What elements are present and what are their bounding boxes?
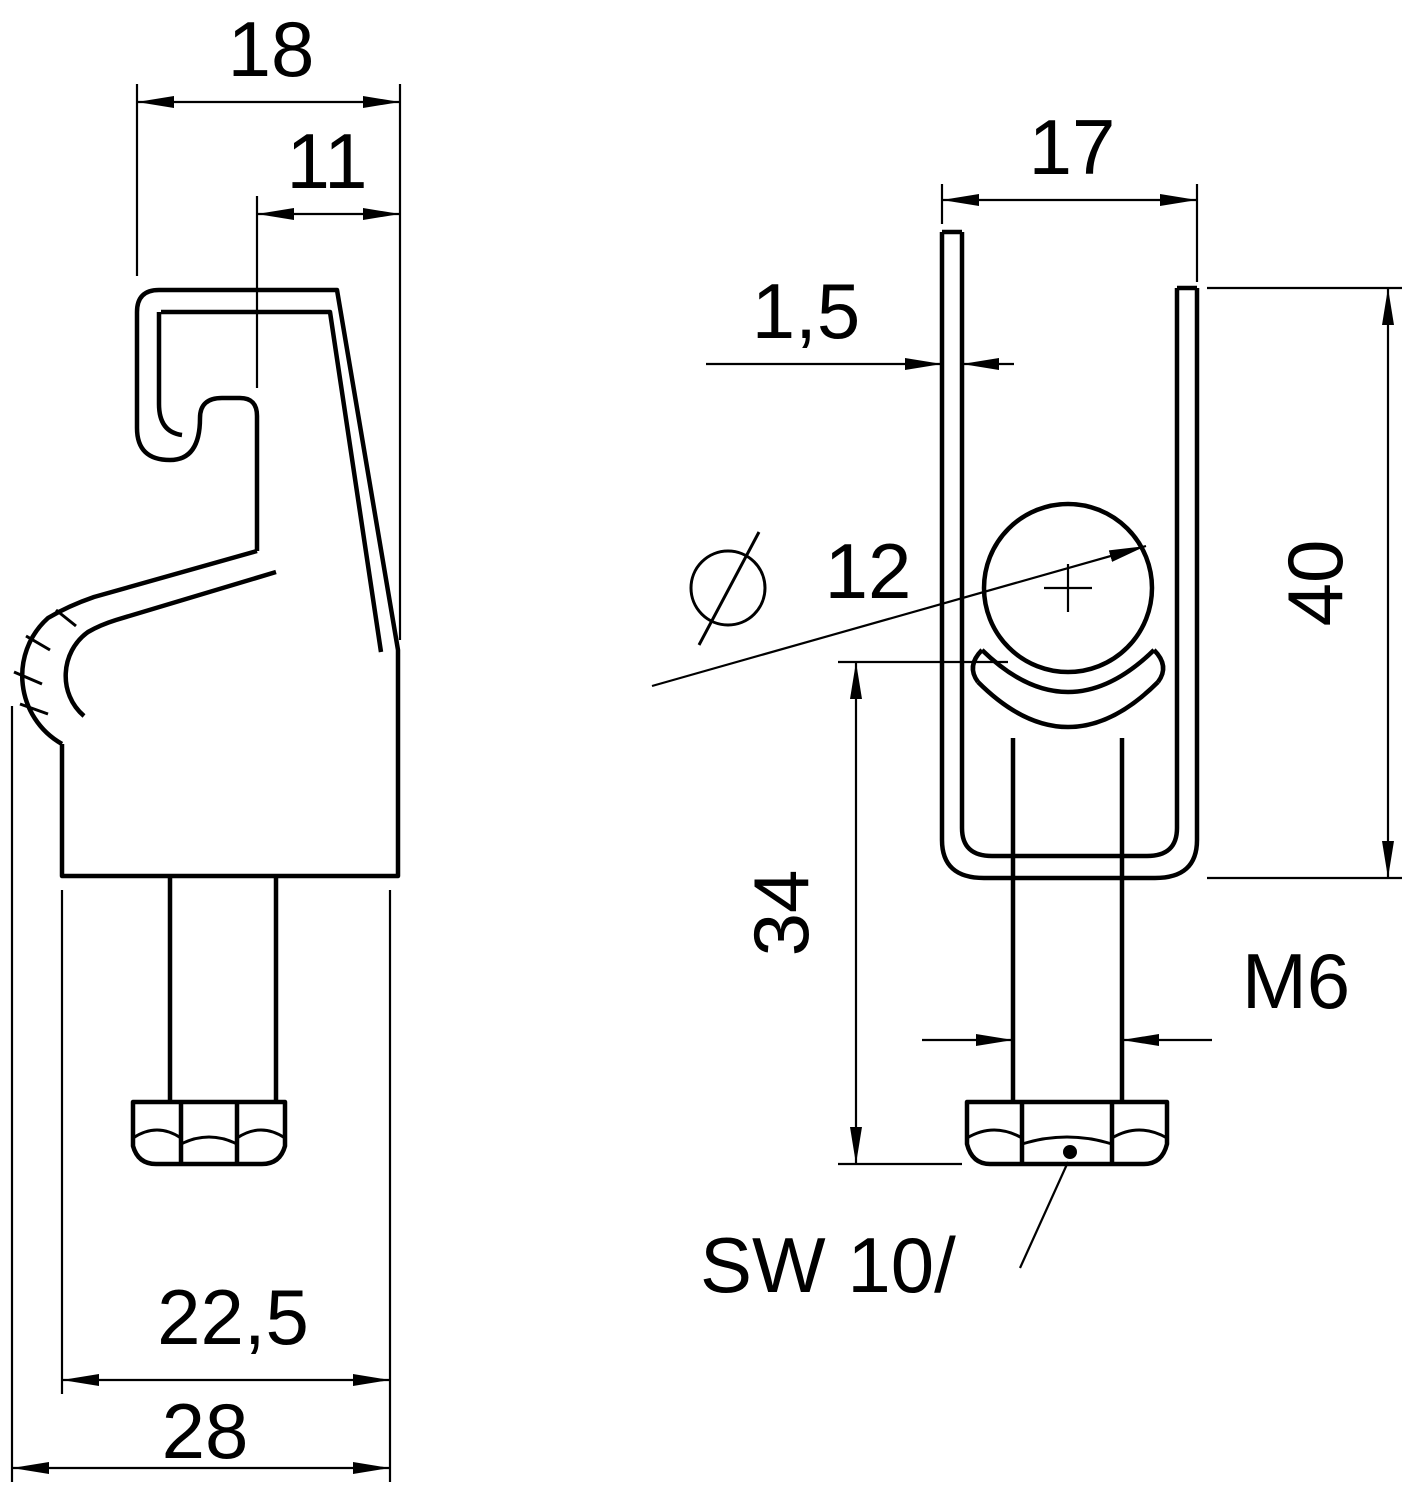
hump-hatch-marks (13, 608, 77, 716)
dim-label-thread-size: M6 (1242, 937, 1350, 1025)
sheet-inner-top-edge (161, 309, 384, 653)
bolt-hex-head-outline (130, 1099, 288, 1167)
cable-circle (981, 501, 1155, 675)
hook-outer-edge (134, 312, 260, 551)
bolt-hex-chamfer-arc (966, 1128, 1023, 1140)
bolt-hex-head-outline (964, 1099, 1170, 1167)
dim-label-top-width: 18 (228, 5, 315, 93)
channel-inner-outline (959, 232, 1180, 859)
bolt-hex-chamfer-arc (1021, 1135, 1113, 1146)
saddle-top-arc (980, 648, 1156, 695)
saddle-bottom-arc (976, 680, 1160, 730)
dim-label-side-height: 40 (1271, 540, 1359, 627)
clamp-body-outline (59, 287, 401, 879)
dim-label-inner-width: 22,5 (157, 1273, 309, 1361)
wrench-leader-line (1018, 1161, 1070, 1269)
bolt-hex-chamfer-arc (1111, 1128, 1168, 1140)
bolt-hex-chamfer-arc (180, 1135, 238, 1146)
dim-label-wrench-size: SW 10/ (700, 1221, 956, 1309)
dim-label-total-width: 28 (162, 1387, 249, 1475)
front-dimensions: 17 1,5 12 40 34 M6 (651, 103, 1402, 1309)
diameter-leader-line (651, 544, 1147, 688)
saddle-left-cap (970, 648, 984, 684)
side-view: 18 11 22,5 28 (10, 5, 402, 1482)
dim-label-material-thickness: 1,5 (752, 267, 860, 355)
dim-label-hook-depth: 11 (287, 117, 368, 205)
bolt-hex-chamfer-arc (132, 1128, 182, 1140)
wrench-leader-dot (1063, 1145, 1077, 1159)
dim-label-channel-width: 17 (1029, 103, 1116, 191)
saddle-hump-inner-edge (63, 569, 277, 718)
dim-label-bolt-length: 34 (737, 870, 825, 957)
dim-label-clamp-diameter: 12 (825, 527, 912, 615)
channel-outer-outline (939, 232, 1200, 881)
front-view: 17 1,5 12 40 34 M6 (651, 103, 1402, 1309)
bolt-hex-chamfer-arc (236, 1128, 286, 1140)
saddle-hump-outer-edge (19, 548, 258, 746)
side-dimensions: 18 11 22,5 28 (10, 5, 402, 1482)
clamp-saddle (970, 648, 1166, 730)
side-bolt (130, 876, 288, 1167)
front-bolt (964, 738, 1170, 1167)
diameter-icon (689, 531, 767, 646)
hook-inner-edge (156, 312, 183, 438)
saddle-right-cap (1152, 648, 1166, 684)
